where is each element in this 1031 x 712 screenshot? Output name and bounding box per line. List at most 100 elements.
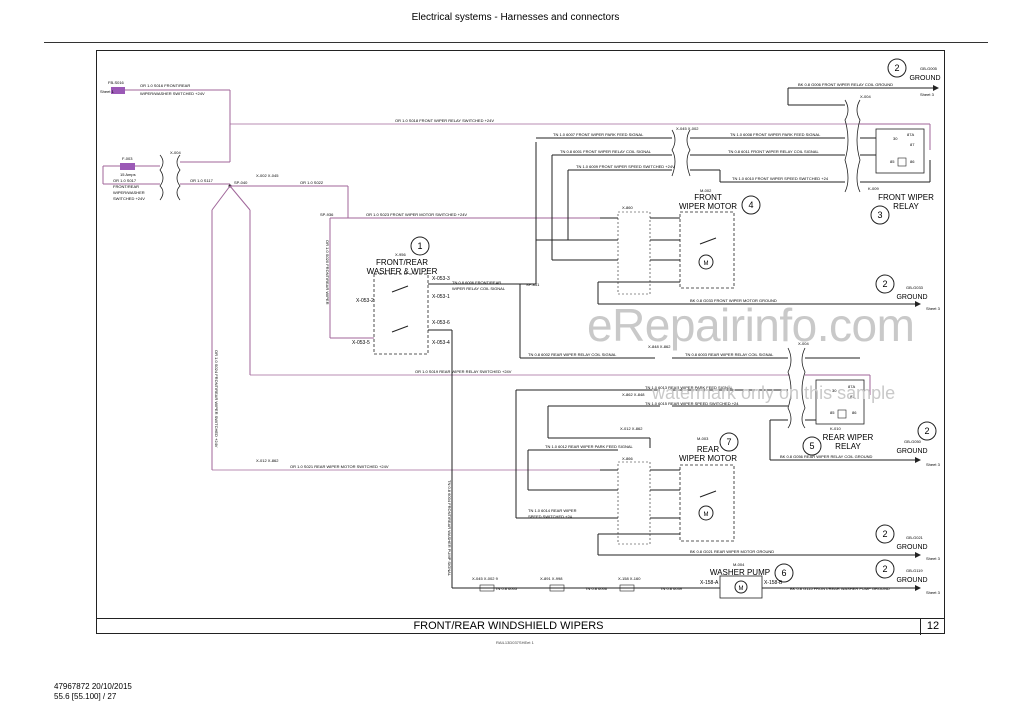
g2b-name: GROUND bbox=[896, 294, 927, 301]
x0532-label: X-053-2 bbox=[356, 298, 374, 304]
wire-label-6006c: TN 0.8 6006 bbox=[585, 586, 608, 591]
wire-label-6006b: WIPER RELAY COIL SIGNAL bbox=[452, 286, 506, 291]
page-header: Electrical systems - Harnesses and conne… bbox=[411, 12, 620, 23]
c3-name: FRONT WIPER bbox=[878, 193, 934, 202]
wire-label-s017a: OR 1.0 S017 bbox=[113, 178, 137, 183]
x158b-label: X-158-B bbox=[764, 580, 783, 586]
washer-pump-chain: X-045 X-002 9 TN 0.8 6005 X-891 X-998 TN… bbox=[452, 562, 921, 599]
svg-text:30: 30 bbox=[893, 136, 898, 141]
g2c-id: GB-G050 bbox=[904, 439, 922, 444]
fuse-icon bbox=[120, 163, 135, 170]
wire-label-g056: BK 0.8 G056 REAR WIPER RELAY COIL GROUND bbox=[780, 454, 873, 459]
x004-rear-label: X-004 bbox=[798, 341, 809, 346]
g2c-name: GROUND bbox=[896, 448, 927, 455]
ground-2b: 2 GB-G033 GROUND Sheet 3 bbox=[875, 274, 941, 311]
c7-name: REAR bbox=[697, 445, 719, 454]
svg-text:85: 85 bbox=[890, 159, 895, 164]
x004r-label: X-004 bbox=[860, 94, 871, 99]
svg-text:2: 2 bbox=[924, 426, 929, 436]
wire-label-s017b: FRONT/REAR bbox=[113, 184, 139, 189]
sheet-number: 12 bbox=[920, 619, 945, 635]
g2e-id: GB-G119 bbox=[906, 568, 923, 573]
callout-4 bbox=[741, 195, 761, 215]
x012b-label: X-012 X-862 bbox=[620, 426, 643, 431]
title-block: FRONT/REAR WINDSHIELD WIPERS 12 bbox=[96, 618, 945, 635]
svg-text:M: M bbox=[739, 586, 744, 592]
wire-label-6014b: SPEED SWITCHED +24 bbox=[528, 514, 573, 519]
component-4-front-wiper-motor: 4 M-002 FRONT WIPER MOTOR X-860 M BK 0.8… bbox=[536, 188, 921, 307]
wire-label-s023: OR 1.0 S023 FRONT WIPER MOTOR SWITCHED +… bbox=[366, 212, 467, 217]
x866-label: X-866 bbox=[622, 456, 633, 461]
ground-2a: 2 GB-G005 GROUND BK 0.8 G006 FRONT WIPER… bbox=[787, 58, 941, 106]
wire-label-6015: TN 1.0 6015 REAR WIPER SPEED SWITCHED +2… bbox=[645, 401, 739, 406]
wire-label-s022: OR 1.0 S022 bbox=[300, 180, 324, 185]
fuse-sheet-id: FB-S016 bbox=[108, 80, 125, 85]
wire-label-s018: OR 1.0 S018 FRONT WIPER RELAY SWITCHED +… bbox=[395, 118, 494, 123]
svg-text:3: 3 bbox=[877, 210, 882, 220]
x045-label: X-045 X-002 bbox=[676, 126, 699, 131]
wire-label-s016b: WIPER/WASHER SWITCHED +24V bbox=[140, 91, 205, 96]
ground-2e: 2 GB-G119 GROUND Sheet 3 bbox=[875, 559, 941, 595]
svg-text:86: 86 bbox=[852, 410, 857, 415]
g2d-name: GROUND bbox=[896, 544, 927, 551]
svg-text:2: 2 bbox=[882, 529, 887, 539]
c1-connector: X-956 bbox=[395, 252, 406, 257]
wire-label-s016: OR 1.0 S016 FRONT/REAR bbox=[140, 83, 190, 88]
c4-name2: WIPER MOTOR bbox=[679, 202, 737, 211]
wire-label-s024: OR 1.0 S024 FRONT/REAR WIPER SWITCHED +2… bbox=[214, 350, 219, 448]
svg-text:2: 2 bbox=[882, 279, 887, 289]
fuse-amps: 15 Amps bbox=[120, 172, 136, 177]
wire-label-s017c: WIPER/WASHER bbox=[113, 190, 145, 195]
wire-label-6010: TN 1.0 6010 FRONT WIPER SPEED SWITCHED +… bbox=[732, 176, 829, 181]
svg-text:4: 4 bbox=[748, 200, 753, 210]
component-7-rear-wiper-motor: X-012 X-862 TN 1.0 6012 REAR WIPER PARK … bbox=[516, 426, 921, 558]
svg-text:86: 86 bbox=[910, 159, 915, 164]
c7-id: M-003 bbox=[697, 436, 709, 441]
g2a-name: GROUND bbox=[909, 75, 940, 82]
svg-text:87: 87 bbox=[910, 142, 915, 147]
x002-label: X-002 X-045 bbox=[256, 173, 279, 178]
diagram-title: FRONT/REAR WINDSHIELD WIPERS bbox=[413, 620, 604, 632]
callout-3 bbox=[870, 205, 890, 225]
svg-text:87: 87 bbox=[850, 394, 855, 399]
c1-name: FRONT/REAR bbox=[376, 258, 428, 267]
x0535-label: X-053-5 bbox=[352, 340, 370, 346]
g2a-id: GB-G005 bbox=[920, 66, 938, 71]
ground-2d: 2 GB-G021 GROUND Sheet 3 bbox=[875, 524, 941, 561]
c3-name2: RELAY bbox=[893, 202, 919, 211]
wire-label-s020: OR 1.0 S020 FRONT/REAR WIPER bbox=[325, 240, 330, 305]
wire-label-6011: TN 0.8 6011 FRONT WIPER RELAY COIL SIGNA… bbox=[728, 149, 819, 154]
wire-label-s019: OR 1.0 S019 REAR WIPER RELAY SWITCHED +2… bbox=[415, 369, 512, 374]
svg-text:6: 6 bbox=[781, 568, 786, 578]
c6-id: M-004 bbox=[733, 562, 745, 567]
fuse-feed-group: Sheet 1 FB-S016 OR 1.0 S016 FRONT/REAR W… bbox=[100, 80, 231, 201]
svg-text:85: 85 bbox=[830, 410, 835, 415]
c5-name: REAR WIPER bbox=[823, 433, 874, 442]
c5-id: K-010 bbox=[830, 426, 841, 431]
document-id: RAIL13D037SHEet 1 bbox=[496, 640, 534, 645]
wire-label-g033: BK 0.8 G033 FRONT WIPER MOTOR GROUND bbox=[690, 298, 777, 303]
svg-text:2: 2 bbox=[894, 63, 899, 73]
wire-label-6008: TN 1.0 6008 FRONT WIPER PARK FEED SIGNAL bbox=[730, 132, 821, 137]
g2d-id: GB-G021 bbox=[906, 535, 924, 540]
wire-label-g119: BK 0.8 G115 FRONT/REAR WASHER PUMP GROUN… bbox=[790, 586, 890, 591]
c7-name2: WIPER MOTOR bbox=[679, 454, 737, 463]
fuse-id: F-003 bbox=[122, 156, 133, 161]
wire-label-s017d: SWITCHED +24V bbox=[113, 196, 145, 201]
wire-label-6009: TN 1.0 6009 FRONT WIPER SPEED SWITCHED +… bbox=[576, 164, 675, 169]
svg-text:30: 30 bbox=[832, 388, 837, 393]
callout-6 bbox=[774, 563, 794, 583]
c1-name2: WASHER & WIPER bbox=[367, 267, 438, 276]
connector-x004-left: X-004 OR 1.0 S117 bbox=[159, 150, 230, 201]
splice-sp040: OR 1.0 S018 FRONT WIPER RELAY SWITCHED +… bbox=[211, 90, 900, 471]
wire-label-6006: TN 0.8 6006 FRONT/REAR bbox=[452, 280, 501, 285]
diagram-frame bbox=[96, 50, 945, 634]
watermark-main: eRepairinfo.com bbox=[587, 299, 915, 351]
g2a-sheet: Sheet 3 bbox=[920, 92, 935, 97]
rear-relay-wiring: X-848 X-862 TN 0.8 6002 REAR WIPER RELAY… bbox=[515, 341, 921, 518]
svg-text:2: 2 bbox=[882, 564, 887, 574]
c4-id: M-002 bbox=[700, 188, 712, 193]
